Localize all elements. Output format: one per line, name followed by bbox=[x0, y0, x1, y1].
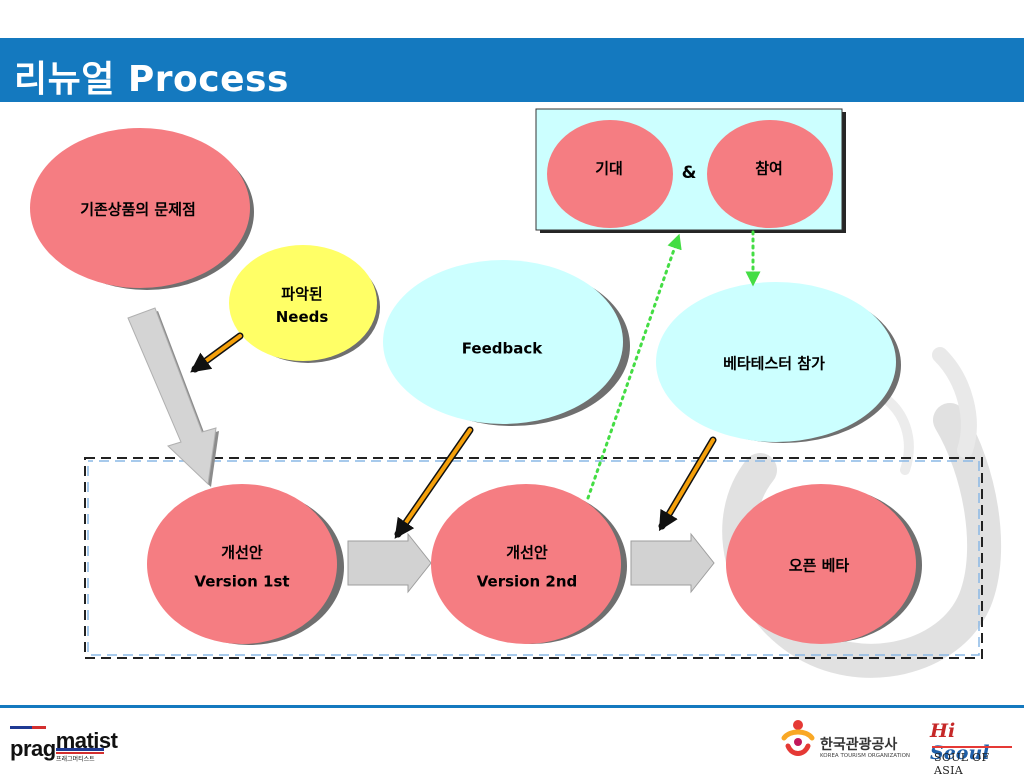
beta-tester-node bbox=[656, 282, 901, 443]
existing-problems-label: 기존상품의 문제점 bbox=[80, 200, 196, 219]
page-title: 리뉴얼 Process bbox=[14, 59, 289, 100]
existing-problems-node bbox=[30, 128, 254, 290]
right-arrow-1 bbox=[347, 532, 432, 594]
open-beta-label: 오픈 베타 bbox=[788, 556, 850, 575]
feedback-label: Feedback bbox=[461, 339, 543, 358]
pragmatist-logo: pragmatist 프래그머티스트 bbox=[10, 726, 118, 763]
expectation-label: 기대 bbox=[595, 159, 623, 178]
expectation-node bbox=[547, 120, 673, 228]
title-bar bbox=[0, 38, 1024, 102]
feedback-arrow bbox=[394, 426, 474, 539]
identified-needs-node bbox=[229, 245, 380, 363]
right-arrow-2 bbox=[630, 532, 715, 594]
beta-arrow bbox=[658, 436, 717, 532]
kto-logo: 한국관광공사 KOREA TOURISM ORGANIZATION bbox=[778, 716, 924, 762]
version2-label: 개선안 Version 2nd bbox=[476, 543, 578, 591]
participation-node bbox=[707, 120, 833, 228]
version1-label: 개선안 Version 1st bbox=[194, 543, 290, 591]
beta-tester-label: 베타테스터 참가 bbox=[723, 354, 825, 373]
version1-node bbox=[147, 484, 344, 645]
down-arrow-to-version1 bbox=[127, 307, 219, 487]
feedback-node bbox=[383, 260, 630, 426]
hiseoul-logo: Hi Seoul SOUL OF ASIA bbox=[928, 716, 1018, 777]
participation-label: 참여 bbox=[755, 159, 783, 178]
identified-needs-label: 파악된 Needs bbox=[275, 284, 329, 326]
version2-node bbox=[431, 484, 627, 644]
ampersand-label: & bbox=[681, 162, 697, 183]
open-beta-node bbox=[726, 484, 922, 644]
version-container bbox=[84, 457, 983, 659]
footer-rule bbox=[0, 705, 1024, 708]
kto-emblem-icon bbox=[781, 720, 815, 756]
needs-arrow bbox=[190, 332, 244, 373]
